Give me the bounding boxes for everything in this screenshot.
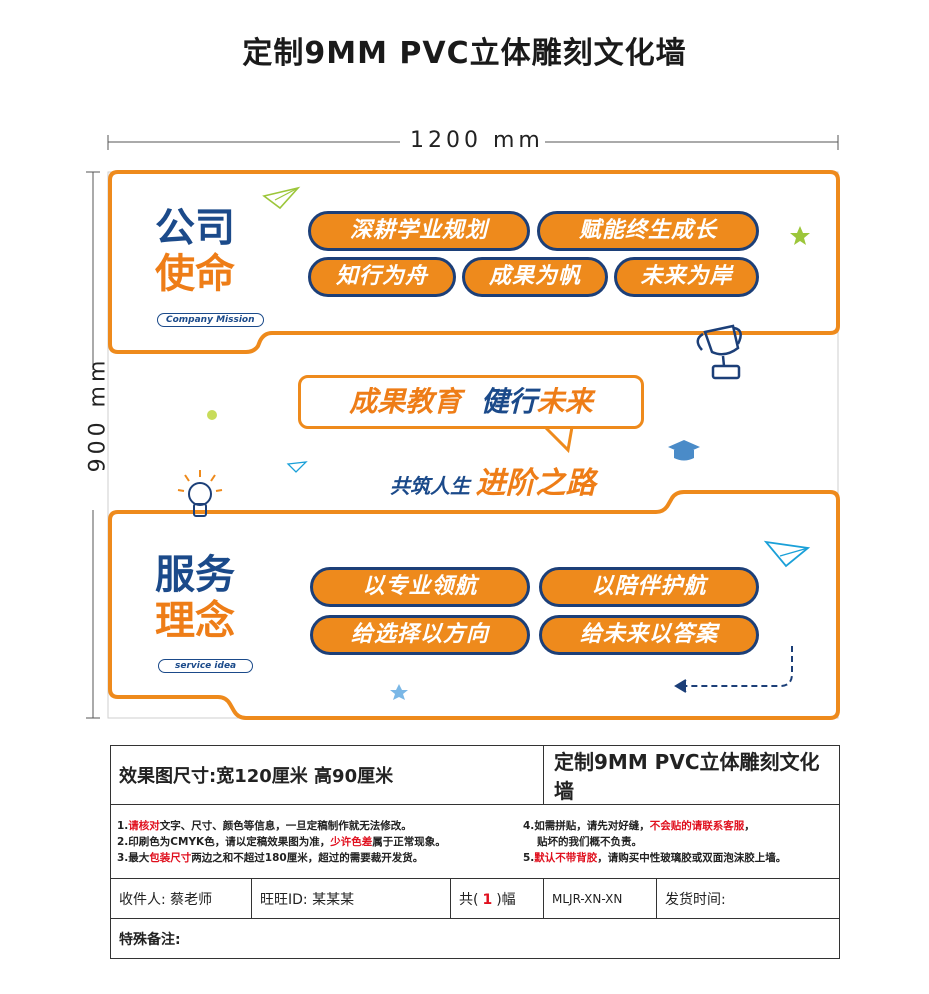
service-pill: 以陪伴护航 (539, 567, 759, 607)
note-line: 2.印刷色为CMYK色，请以定稿效果图为准，少许色差属于正常现象。 (117, 835, 446, 848)
product-code: MLJR-XN-XN (543, 878, 657, 919)
service-pill: 以专业领航 (310, 567, 530, 607)
note-line: 4.如需拼贴，请先对好缝，不会贴的请联系客服， (523, 819, 755, 832)
height-dimension: 900 mm (85, 356, 111, 473)
mission-title-line2: 使命 (155, 251, 235, 297)
mission-pill: 深耕学业规划 (308, 211, 530, 251)
notes-left: 1.请核对文字、尺寸、颜色等信息，一旦定稿制作就无法修改。 2.印刷色为CMYK… (117, 818, 523, 866)
ship-time: 发货时间: (656, 878, 840, 919)
mission-pill: 知行为舟 (308, 257, 456, 297)
mission-pill: 赋能终生成长 (537, 211, 759, 251)
size-value: 宽120厘米 高90厘米 (216, 766, 394, 787)
slogan-part2: 健行 (480, 385, 537, 418)
note-line: 贴坏的我们概不负责。 (537, 835, 642, 848)
note-line: 3.最大包装尺寸两边之和不超过180厘米，超过的需要裁开发货。 (117, 851, 424, 864)
paper-plane-small-icon (286, 461, 308, 473)
dashed-arrow-icon (674, 646, 793, 693)
notes-right: 4.如需拼贴，请先对好缝，不会贴的请联系客服， 贴坏的我们概不负责。 5.默认不… (523, 818, 833, 866)
recipient: 收件人: 蔡老师 (110, 878, 252, 919)
note-line: 1.请核对文字、尺寸、颜色等信息，一旦定稿制作就无法修改。 (117, 819, 412, 832)
info-table: 效果图尺寸:宽120厘米 高90厘米 定制9MM PVC立体雕刻文化墙 1.请核… (110, 745, 840, 959)
count-value: 1 (482, 891, 493, 908)
trophy-icon (696, 324, 742, 380)
paper-plane-right-icon (763, 540, 811, 568)
service-pill: 给未来以答案 (539, 615, 759, 655)
slogan-bubble: 成果教育 健行未来 (298, 375, 644, 429)
mission-english-tag: Company Mission (157, 307, 264, 327)
size-cell: 效果图尺寸:宽120厘米 高90厘米 (110, 745, 544, 805)
wangwang-id: 旺旺ID: 某某某 (251, 878, 451, 919)
notes-cell: 1.请核对文字、尺寸、颜色等信息，一旦定稿制作就无法修改。 2.印刷色为CMYK… (110, 804, 840, 879)
service-pill: 给选择以方向 (310, 615, 530, 655)
size-label: 效果图尺寸: (119, 766, 217, 787)
sub-slogan-highlight: 进阶之路 (475, 466, 596, 501)
bubble-tail (543, 425, 574, 454)
lightbulb-icon (177, 470, 223, 517)
width-dimension: 1200 mm (410, 128, 544, 153)
service-title-line2: 理念 (155, 598, 235, 644)
service-frame (108, 490, 840, 720)
service-english-tag: service idea (158, 653, 254, 673)
star-icon (790, 226, 810, 245)
slogan-part1: 成果教育 (349, 385, 462, 418)
graduation-cap-icon (668, 440, 700, 461)
special-note: 特殊备注: (110, 918, 840, 959)
mission-heading: 公司 使命 (155, 205, 235, 297)
service-title-line1: 服务 (155, 552, 235, 598)
product-title: 定制9MM PVC立体雕刻文化墙 (543, 745, 840, 805)
note-line: 5.默认不带背胶，请购买中性玻璃胶或双面泡沫胶上墙。 (523, 851, 787, 864)
mission-title-line1: 公司 (155, 205, 235, 251)
service-heading: 服务 理念 (155, 552, 235, 644)
star-small-icon (390, 684, 408, 700)
mission-pill: 未来为岸 (614, 257, 759, 297)
sub-slogan: 共筑人生 进阶之路 (390, 458, 596, 502)
mission-pill: 成果为帆 (462, 257, 608, 297)
count-cell: 共(1)幅 (450, 878, 544, 919)
mission-frame (108, 170, 840, 354)
page-title: 定制9MM PVC立体雕刻文化墙 (242, 36, 687, 71)
dot-icon (207, 410, 217, 420)
paper-plane-icon (262, 186, 301, 210)
sub-slogan-prefix: 共筑人生 (390, 474, 470, 498)
slogan-part3: 未来 (536, 385, 593, 418)
